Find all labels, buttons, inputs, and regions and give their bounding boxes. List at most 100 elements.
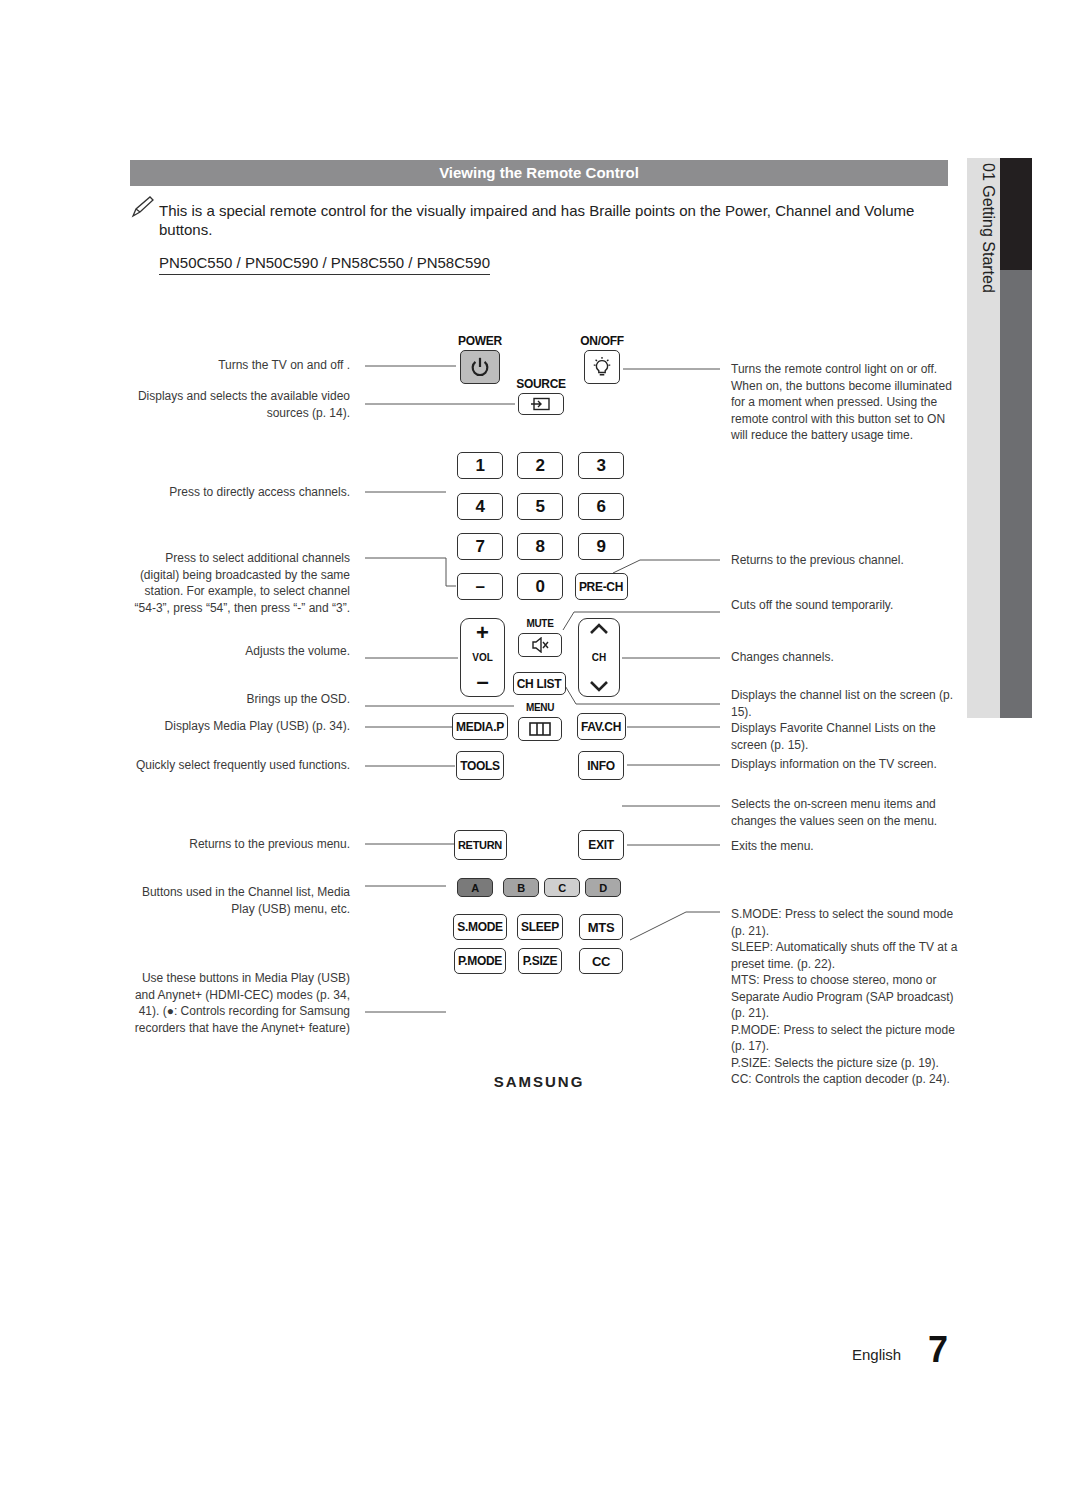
annotation: Adjusts the volume. — [130, 643, 350, 660]
annotation: P.MODE: Press to select the picture mode… — [731, 1022, 959, 1055]
button-text: EXIT — [588, 838, 613, 852]
annotation: Exits the menu. — [731, 838, 959, 855]
annotation: Turns the TV on and off . — [130, 357, 350, 374]
annotation: Use these buttons in Media Play (USB) an… — [128, 970, 350, 1036]
title-bar: Viewing the Remote Control — [130, 160, 948, 186]
annotation: PN50C550 / PN50C590 / PN58C550 / PN58C59… — [159, 254, 490, 275]
button-text: INFO — [587, 759, 614, 773]
remote-button: ON/OFF — [579, 334, 625, 384]
annotation: SLEEP: Automatically shuts off the TV at… — [731, 939, 959, 972]
annotation: Returns to the previous channel. — [731, 552, 959, 569]
annotation: Selects the on-screen menu items and cha… — [731, 796, 959, 829]
rocker-button: CH — [578, 618, 620, 697]
annotation: Brings up the OSD. — [130, 691, 350, 708]
remote-button: 5 — [517, 493, 563, 520]
remote-button: 4 — [457, 493, 503, 520]
chevron-down — [588, 680, 610, 694]
annotation: Displays Media Play (USB) (p. 34). — [130, 718, 350, 735]
button-label: POWER — [457, 334, 503, 348]
annotation: Changes channels. — [731, 649, 959, 666]
remote-button: P.SIZE — [518, 948, 562, 974]
annotation: S.MODE: Press to select the sound mode (… — [731, 906, 959, 939]
button-text: PRE-CH — [579, 580, 623, 594]
remote-button: 7 — [457, 533, 503, 560]
button-label: SOURCE — [515, 377, 567, 391]
button-text: 6 — [596, 497, 605, 517]
button-text: FAV.CH — [581, 720, 621, 734]
annotation: Displays and selects the available video… — [125, 388, 350, 421]
remote-button: MTS — [579, 914, 623, 940]
button-text: 4 — [475, 497, 484, 517]
remote-control: SAMSUNG POWER ON/OFF SOURCE 1 2 3 4 5 6 7 8 9 – 0 PRE-C… — [432, 305, 646, 1175]
button-text: C — [558, 882, 566, 894]
annotation: Quickly select frequently used functions… — [110, 757, 350, 774]
annotation: Displays Favorite Channel Lists on the s… — [731, 720, 959, 753]
remote-button: P.MODE — [454, 948, 506, 974]
remote-button: 8 — [517, 533, 563, 560]
remote-button: 1 — [457, 452, 503, 479]
brand-logo: SAMSUNG — [432, 1073, 646, 1090]
annotation: Buttons used in the Channel list, Media … — [120, 884, 350, 917]
button-text: MTS — [588, 920, 615, 935]
remote-button: B — [503, 878, 539, 897]
annotation: MTS: Press to choose stereo, mono or Sep… — [731, 972, 959, 1022]
annotation: CC: Controls the caption decoder (p. 24)… — [731, 1071, 959, 1088]
annotation: Displays information on the TV screen. — [731, 756, 959, 773]
remote-button: INFO — [578, 751, 624, 780]
remote-button: 2 — [517, 452, 563, 479]
chevron-up — [588, 621, 610, 635]
button-text: 1 — [475, 456, 484, 476]
button-text: 7 — [475, 537, 484, 557]
remote-button: FAV.CH — [577, 713, 626, 740]
button-text: D — [599, 882, 607, 894]
button-text: MEDIA.P — [456, 720, 504, 734]
rocker-button: + VOL – — [460, 618, 505, 697]
remote-button: MENU — [517, 701, 563, 741]
annotation: Press to directly access channels. — [130, 484, 350, 501]
button-text: 9 — [596, 537, 605, 557]
annotation: Press to select additional channels (dig… — [128, 550, 350, 616]
button-text: CC — [592, 954, 610, 969]
button-cap — [460, 350, 500, 384]
button-text: P.MODE — [458, 954, 502, 968]
button-cap — [518, 393, 564, 415]
button-text: 2 — [535, 456, 544, 476]
button-label: MUTE — [517, 617, 563, 631]
remote-button: 9 — [578, 533, 624, 560]
button-text: SLEEP — [521, 920, 559, 934]
button-text: – — [475, 577, 484, 597]
remote-button: MEDIA.P — [452, 713, 508, 740]
annotation: P.SIZE: Selects the picture size (p. 19)… — [731, 1055, 959, 1072]
rocker-text: VOL — [472, 652, 493, 664]
annotation: Returns to the previous menu. — [130, 836, 350, 853]
remote-button: SOURCE — [515, 377, 567, 415]
section-tab-text: 01 Getting Started — [979, 163, 997, 293]
remote-button: CC — [579, 948, 623, 974]
button-text: 0 — [535, 577, 544, 597]
button-label: ON/OFF — [579, 334, 625, 348]
remote-button: EXIT — [578, 830, 624, 860]
button-cap — [584, 350, 620, 384]
remote-button: CH LIST — [513, 672, 566, 695]
remote-button: SLEEP — [517, 914, 563, 940]
button-text: 5 — [535, 497, 544, 517]
button-text: B — [517, 882, 525, 894]
remote-button: C — [544, 878, 580, 897]
remote-button: POWER — [457, 334, 503, 384]
annotation: 7 — [928, 1330, 948, 1370]
remote-button: D — [585, 878, 621, 897]
button-text: 3 — [596, 456, 605, 476]
rocker-text: CH — [592, 652, 606, 663]
button-text: TOOLS — [460, 759, 500, 773]
rocker-text: – — [476, 670, 488, 694]
remote-button: 6 — [578, 493, 624, 520]
button-text: P.SIZE — [523, 954, 558, 968]
button-text: S.MODE — [457, 920, 503, 934]
remote-button: TOOLS — [456, 751, 504, 780]
rocker-text: + — [476, 621, 489, 645]
annotation: Turns the remote control light on or off… — [731, 361, 959, 444]
button-text: 8 — [535, 537, 544, 557]
remote-button: S.MODE — [453, 914, 507, 940]
button-text: CH LIST — [517, 677, 562, 691]
